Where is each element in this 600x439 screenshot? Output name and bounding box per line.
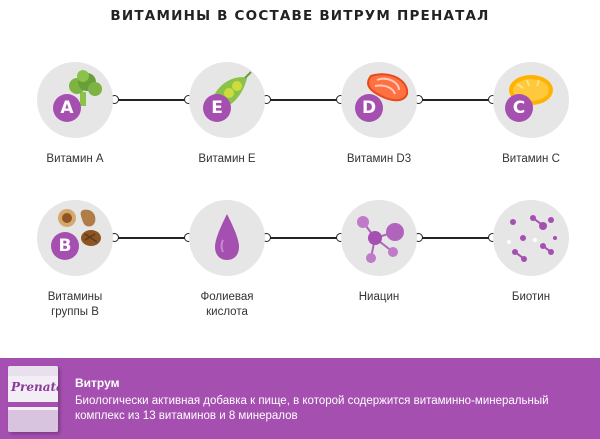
vitamin-badge: C	[505, 94, 533, 122]
folic-acid-node	[189, 200, 265, 276]
molecule-icon	[357, 216, 404, 263]
vitamin-b-node: B	[37, 200, 113, 276]
vitamin-e-node: E	[189, 62, 265, 138]
product-description: Биологически активная добавка к пище, в …	[75, 395, 549, 422]
vitamin-d3-node: D	[341, 62, 417, 138]
vitamin-c-label: Витамин С	[502, 153, 560, 165]
label-line: Ниацин	[358, 291, 400, 303]
connector-line	[418, 237, 494, 239]
vitamin-b-label: Витамины группы В	[10, 290, 140, 320]
vitamin-c-node: C	[493, 62, 569, 138]
vitamin-badge: E	[203, 94, 231, 122]
connector-line	[266, 237, 342, 239]
vitamin-d3-label: Витамин D3	[346, 153, 412, 165]
connector-line	[114, 237, 190, 239]
niacin-label: Ниацин	[314, 290, 444, 305]
vitamin-e-label: Витамин Е	[198, 153, 256, 165]
nuts-icon	[58, 209, 101, 246]
label-line: Витамины	[47, 291, 103, 303]
biotin-node	[493, 200, 569, 276]
page-title: ВИТАМИНЫ В СОСТАВЕ ВИТРУМ ПРЕНАТАЛ	[110, 8, 490, 24]
salmon-steak-icon	[367, 73, 409, 102]
niacin-node	[341, 200, 417, 276]
connector-line	[114, 99, 190, 101]
biotin-label: Биотин	[466, 290, 596, 305]
product-footer: Prenatal Витрум Биологически активная до…	[0, 358, 600, 439]
connector-line	[266, 99, 342, 101]
folic-acid-label: Фолиевая кислота	[162, 290, 292, 320]
drop-icon	[215, 214, 239, 260]
vitamin-a-label: Витамин А	[46, 153, 104, 165]
label-line: группы В	[51, 306, 99, 318]
connector-line	[418, 99, 494, 101]
label-line: кислота	[206, 306, 248, 318]
label-line: Биотин	[511, 291, 551, 303]
vitamin-badge: B	[51, 232, 79, 260]
pack-logo-text: Prenatal	[11, 380, 58, 394]
brand-name: Витрум	[75, 376, 120, 390]
vitamin-badge: D	[355, 94, 383, 122]
particles-icon	[507, 215, 557, 262]
vitamin-a-node: A	[37, 62, 113, 138]
vitamin-badge: A	[53, 94, 81, 122]
label-line: Фолиевая	[200, 291, 254, 303]
product-pack-image: Prenatal	[8, 366, 58, 432]
broccoli-icon	[69, 70, 102, 106]
